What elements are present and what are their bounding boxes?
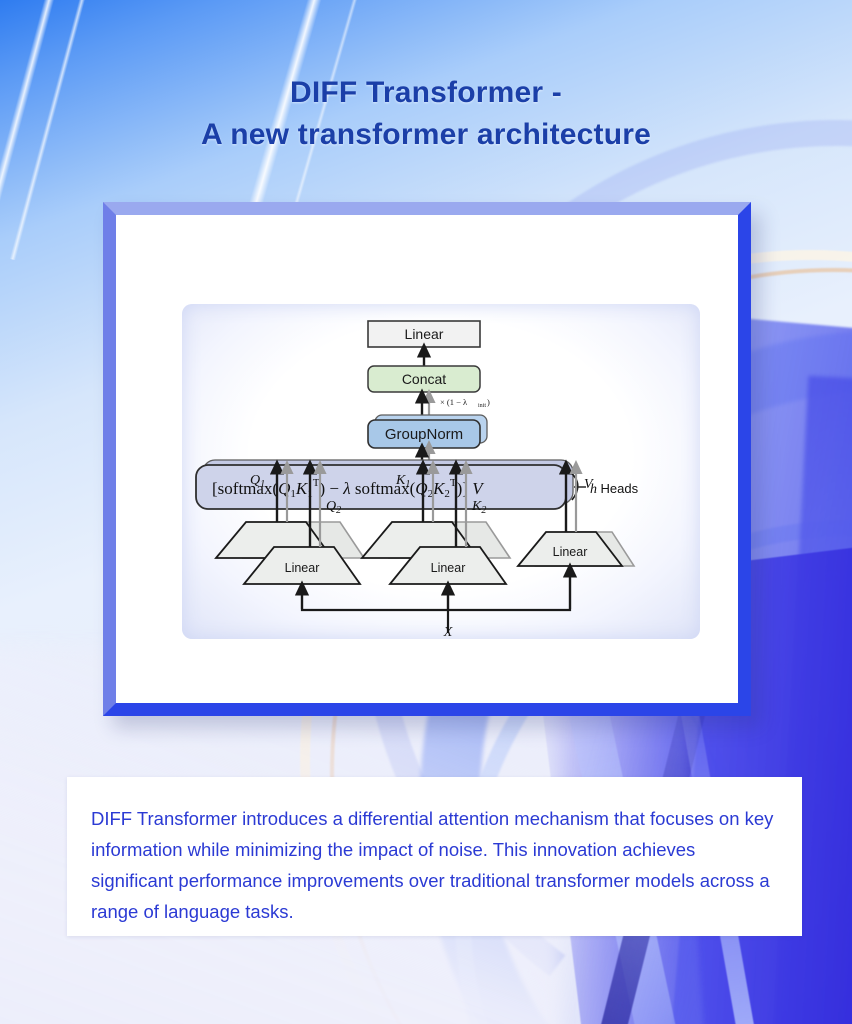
- figure-block-groupnorm: GroupNorm: [367, 414, 488, 449]
- caption-text: DIFF Transformer introduces a differenti…: [91, 808, 774, 922]
- figure-scale-annotation: × (1 − λ: [440, 397, 468, 407]
- title-line-2: A new transformer architecture: [200, 118, 652, 151]
- figure-block-concat: Concat: [367, 365, 481, 393]
- svg-text:init: init: [478, 403, 486, 409]
- slide-title: DIFF Transformer - A new transformer arc…: [0, 72, 852, 156]
- svg-text:Linear: Linear: [553, 545, 588, 559]
- svg-text:Concat: Concat: [402, 371, 446, 387]
- figure-block-linear-k: Linear: [388, 546, 508, 585]
- figure-frame-inner: Linear Concat × (1 − λ init ): [116, 215, 738, 703]
- diff-transformer-architecture-diagram: Linear Concat × (1 − λ init ): [182, 304, 700, 639]
- figure-block-linear-q: Linear: [242, 546, 362, 585]
- figure-heads-annotation: h Heads: [569, 471, 639, 501]
- svg-text:GroupNorm: GroupNorm: [385, 426, 463, 443]
- figure-label-v: V: [584, 477, 594, 492]
- figure-block-linear-v: Linear: [516, 531, 624, 567]
- svg-text:Linear: Linear: [405, 326, 444, 342]
- title-line-1: DIFF Transformer -: [290, 76, 562, 109]
- svg-text:h Heads: h Heads: [590, 481, 639, 497]
- figure-block-attention-formula: [softmax(Q1K1T) − λ softmax(Q2K2T)] V: [195, 459, 574, 510]
- figure-label-input-x: X: [443, 625, 453, 639]
- figure-block-linear-top: Linear: [367, 320, 481, 348]
- caption-card: DIFF Transformer introduces a differenti…: [67, 777, 802, 936]
- svg-text:Linear: Linear: [285, 561, 320, 575]
- svg-text:): ): [487, 397, 490, 407]
- figure-frame: Linear Concat × (1 − λ init ): [103, 202, 751, 716]
- svg-text:Linear: Linear: [431, 561, 466, 575]
- figure-panel: Linear Concat × (1 − λ init ): [182, 304, 700, 639]
